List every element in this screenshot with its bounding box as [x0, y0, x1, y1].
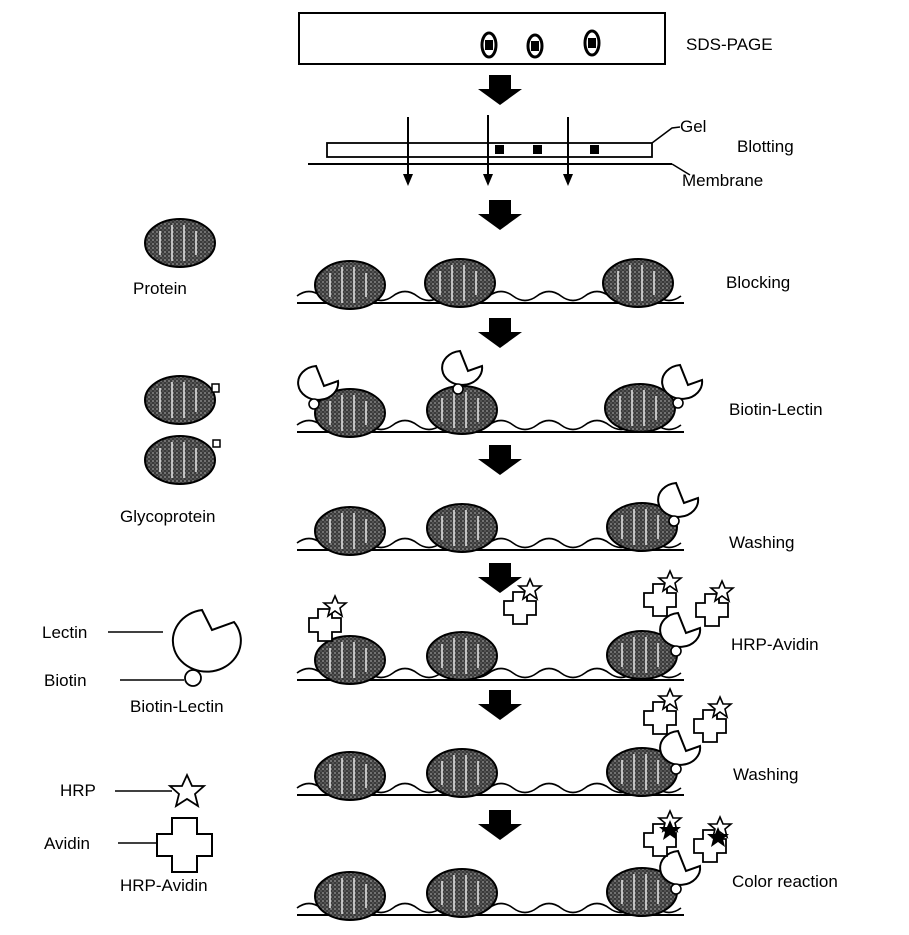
glycoprotein-blob [427, 869, 497, 917]
hrp-avidin-icon [696, 581, 733, 626]
hrp-avidin-icon [644, 571, 681, 616]
sds-page-gel [299, 13, 665, 64]
step-label-sds-page: SDS-PAGE [686, 36, 773, 53]
arrow-down [478, 690, 522, 720]
row-biotin-lectin [297, 351, 702, 437]
gel-leader-line [652, 127, 680, 143]
protein-blob [315, 636, 385, 684]
legend-biotin-lectin-label: Biotin-Lectin [130, 698, 224, 715]
hrp-avidin-icon [644, 689, 681, 734]
membrane-label: Membrane [682, 172, 763, 189]
legend-protein-blob [145, 219, 215, 267]
legend-lectin-label: Lectin [42, 624, 87, 641]
blotting-sandwich [308, 115, 690, 186]
protein-blob [315, 261, 385, 309]
glycoprotein-blob [427, 749, 497, 797]
glycoprotein-blob [427, 504, 497, 552]
row-washing [297, 483, 698, 555]
arrow-down [478, 810, 522, 840]
glycoprotein-blob [427, 386, 497, 434]
step-label-biotin-lectin: Biotin-Lectin [729, 401, 823, 418]
gel-band [585, 31, 599, 55]
hrp-avidin-icon [309, 596, 346, 641]
legend-glycoprotein-blob [145, 436, 215, 484]
step-label-blocking: Blocking [726, 274, 790, 291]
step-label-washing-2: Washing [733, 766, 799, 783]
legend-hrp-avidin-label: HRP-Avidin [120, 877, 208, 894]
glycoprotein-blob [427, 632, 497, 680]
legend-glycoprotein-label: Glycoprotein [120, 508, 215, 525]
gel-band [482, 33, 496, 57]
legend-protein-label: Protein [133, 280, 187, 297]
hrp-avidin-icon [644, 811, 681, 856]
protein-blob [315, 507, 385, 555]
step-label-color-reaction: Color reaction [732, 873, 838, 890]
arrow-down [478, 318, 522, 348]
legend-biotin-label: Biotin [44, 672, 87, 689]
step-label-blotting: Blotting [737, 138, 794, 155]
legend-hrp-label: HRP [60, 782, 96, 799]
glycoprotein-blob [425, 259, 495, 307]
hrp-avidin-icon [694, 817, 731, 862]
arrow-down [478, 563, 522, 593]
arrow-down [478, 75, 522, 105]
arrow-down [478, 445, 522, 475]
legend-hrp-avidin-icon [115, 775, 212, 872]
legend-lectin-icon [108, 610, 241, 686]
gel-label: Gel [680, 118, 706, 135]
row-hrp-avidin [297, 571, 733, 684]
step-label-hrp-avidin: HRP-Avidin [731, 636, 819, 653]
row-blocking [297, 259, 684, 309]
protein-blob [315, 752, 385, 800]
protein-blob [315, 872, 385, 920]
legend-glycoprotein-blob [145, 376, 215, 424]
gel-band [528, 35, 542, 57]
arrow-down [478, 200, 522, 230]
step-label-washing: Washing [729, 534, 795, 551]
legend-avidin-label: Avidin [44, 835, 90, 852]
legend [108, 219, 241, 872]
hrp-avidin-icon [694, 697, 731, 742]
glycoprotein-blob [603, 259, 673, 307]
